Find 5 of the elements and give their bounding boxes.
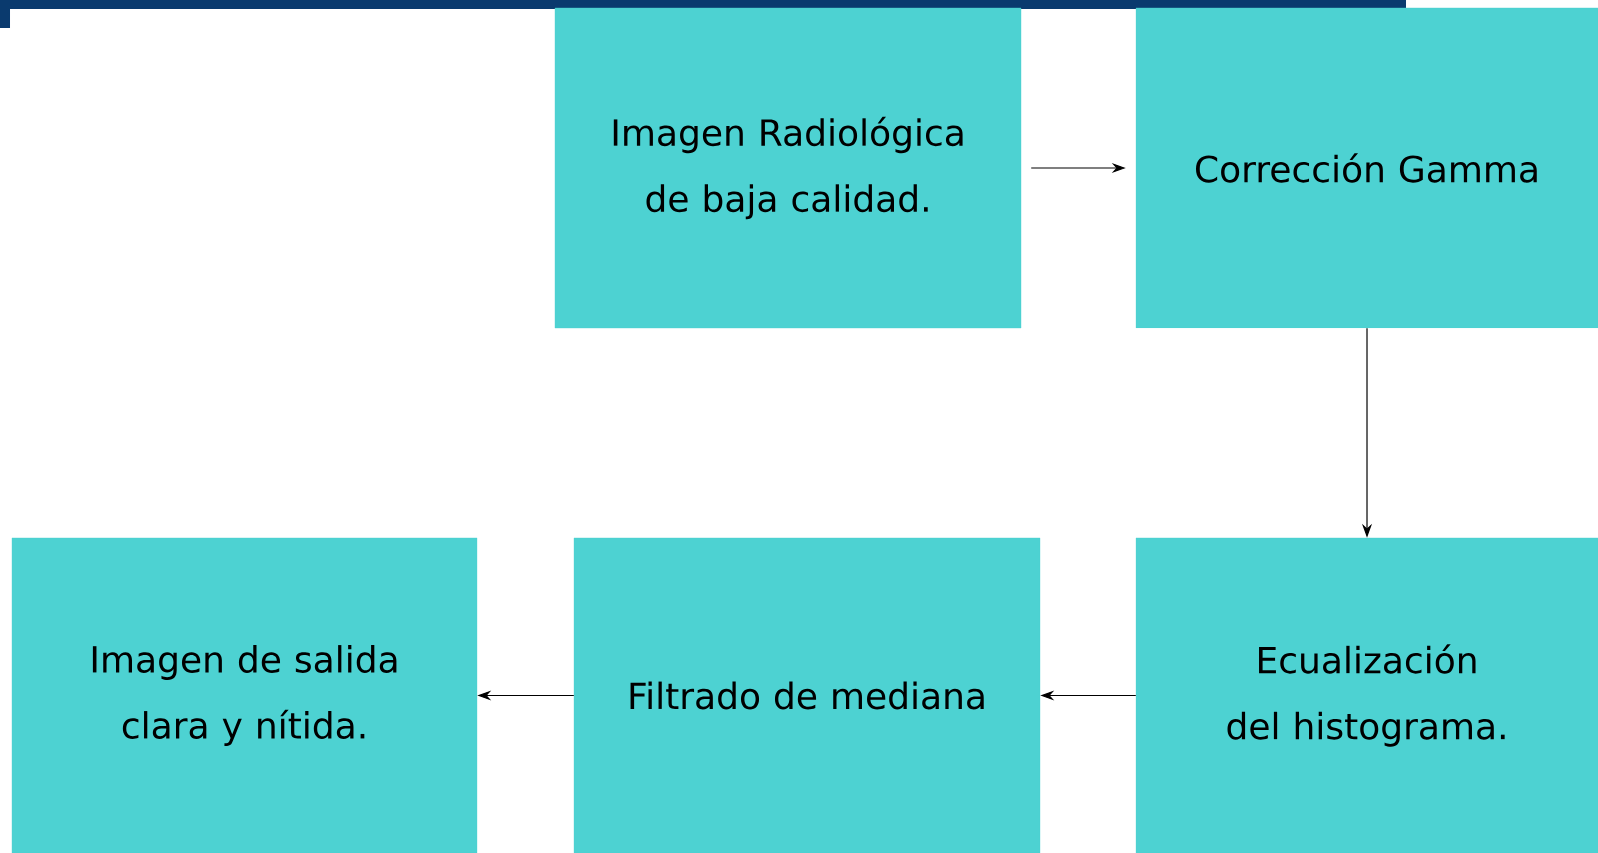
process-box: Filtrado de mediana xyxy=(573,537,1041,853)
process-box: Imagen de salida clara y nítida. xyxy=(11,537,478,853)
process-box: Imagen Radiológica de baja calidad. xyxy=(554,7,1022,329)
process-box: Corrección Gamma xyxy=(1135,7,1598,329)
process-box: Ecualización del histograma. xyxy=(1135,537,1598,853)
